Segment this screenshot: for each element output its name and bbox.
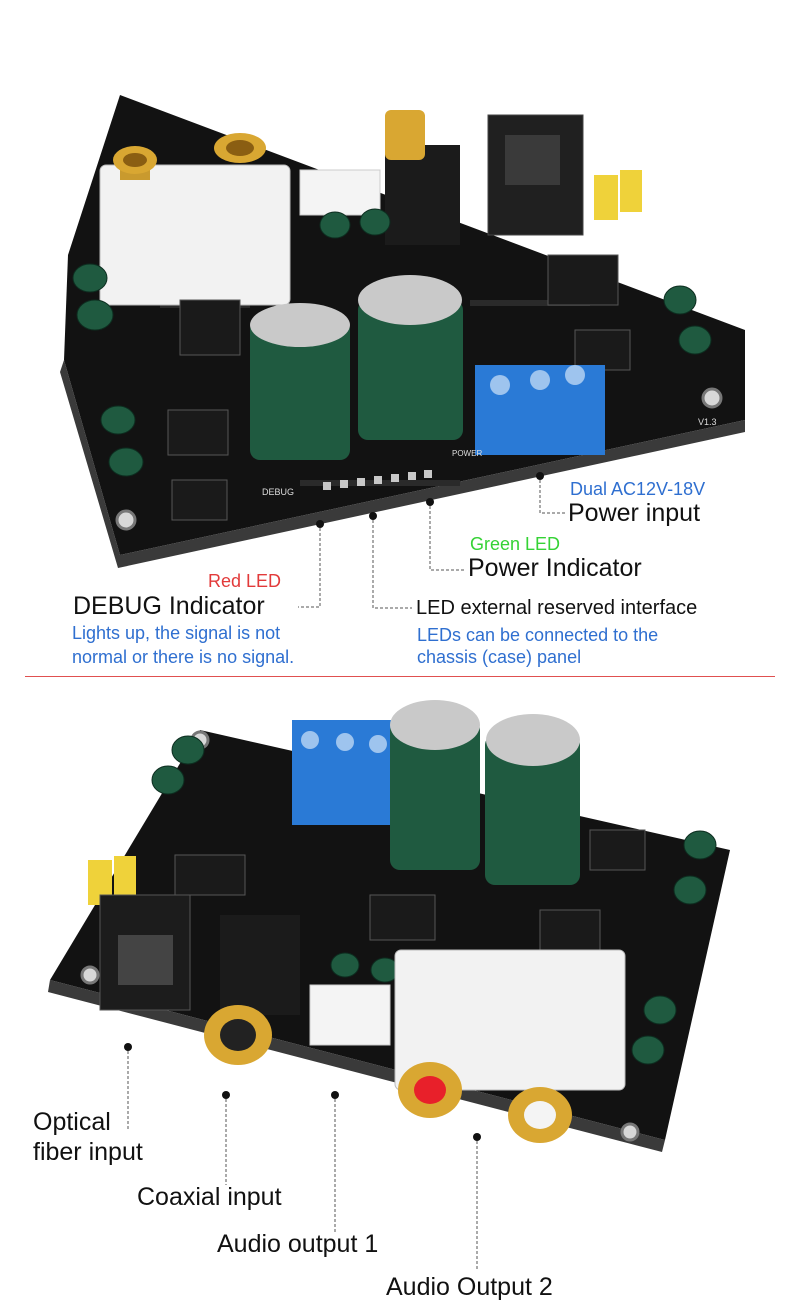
- red-led-label: Red LED: [208, 571, 282, 591]
- silk-version: V1.3: [698, 417, 717, 427]
- section-divider: [25, 676, 775, 677]
- top-board-photo: DEBUG POWER V1.3: [60, 95, 745, 609]
- power-input-spec: Dual AC12V-18V: [570, 479, 706, 499]
- led-interface-desc-line1: LEDs can be connected to the: [417, 625, 659, 645]
- silk-power: POWER: [452, 449, 482, 458]
- led-interface-desc-line2: chassis (case) panel: [417, 647, 582, 667]
- audio-output-1-label: Audio output 1: [217, 1230, 379, 1258]
- top-rca-housing: [99, 164, 291, 306]
- green-led-label: Green LED: [470, 534, 561, 554]
- power-input-label: Power input: [568, 499, 701, 527]
- silk-debug: DEBUG: [262, 487, 294, 497]
- led-interface-label: LED external reserved interface: [416, 597, 698, 619]
- bottom-rca-housing: [394, 949, 626, 1091]
- coaxial-input-label: Coaxial input: [137, 1183, 282, 1211]
- audio-output-2-label: Audio Output 2: [386, 1273, 553, 1301]
- optical-label-line2: fiber input: [33, 1138, 143, 1166]
- optical-label-line1: Optical: [33, 1108, 111, 1136]
- debug-indicator-label: DEBUG Indicator: [73, 592, 265, 620]
- debug-desc-line2: normal or there is no signal.: [72, 647, 295, 667]
- power-indicator-label: Power Indicator: [468, 554, 642, 582]
- debug-desc-line1: Lights up, the signal is not: [72, 623, 281, 643]
- bottom-board-photo: [48, 700, 730, 1270]
